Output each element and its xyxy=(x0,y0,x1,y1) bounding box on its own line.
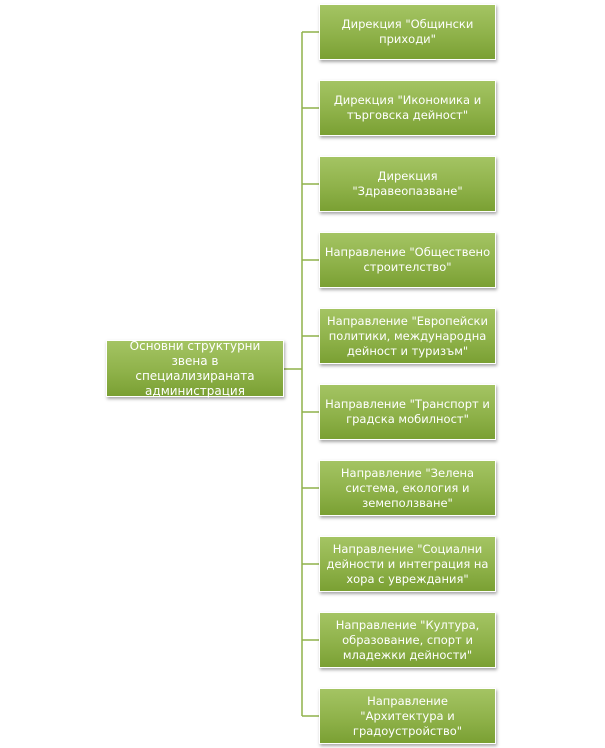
child-node-label: Направление "Социални дейности и интегра… xyxy=(326,541,489,586)
root-node: Основни структурни звена в специализиран… xyxy=(106,338,284,398)
root-node-label: Основни структурни звена в специализиран… xyxy=(129,338,261,398)
child-node-zelena-sistema: Направление "Зелена система, екология и … xyxy=(319,460,496,516)
child-node-label: Направление "Европейски политики, междун… xyxy=(327,313,488,358)
child-node-label: Направление "Култура, образование, спорт… xyxy=(335,617,480,662)
child-node-evropeyski-politiki: Направление "Европейски политики, междун… xyxy=(319,308,496,364)
child-node-sotsialni-deynosti: Направление "Социални дейности и интегра… xyxy=(319,536,496,592)
child-node-label: Направление "Архитектура и градоустройст… xyxy=(352,693,463,738)
child-node-zdraveopazvane: Дирекция "Здравеопазване" xyxy=(319,156,496,212)
child-node-ikonomika: Дирекция "Икономика и търговска дейност" xyxy=(319,80,496,136)
child-node-label: Направление "Зелена система, екология и … xyxy=(340,465,475,510)
child-node-transport: Направление "Транспорт и градска мобилно… xyxy=(319,384,496,440)
child-node-label: Направление "Транспорт и градска мобилно… xyxy=(325,397,490,426)
child-node-arhitektura: Направление "Архитектура и градоустройст… xyxy=(319,688,496,744)
child-node-kultura: Направление "Култура, образование, спорт… xyxy=(319,612,496,668)
child-node-obshtestveno-stroitelstvo: Направление "Обществено строителство" xyxy=(319,232,496,288)
child-node-obshtinski-prihodi: Дирекция "Общински приходи" xyxy=(319,4,496,60)
child-node-label: Дирекция "Здравеопазване" xyxy=(352,169,463,198)
child-node-label: Дирекция "Икономика и търговска дейност" xyxy=(333,93,482,122)
child-node-label: Дирекция "Общински приходи" xyxy=(341,17,474,46)
child-node-label: Направление "Обществено строителство" xyxy=(324,245,491,274)
